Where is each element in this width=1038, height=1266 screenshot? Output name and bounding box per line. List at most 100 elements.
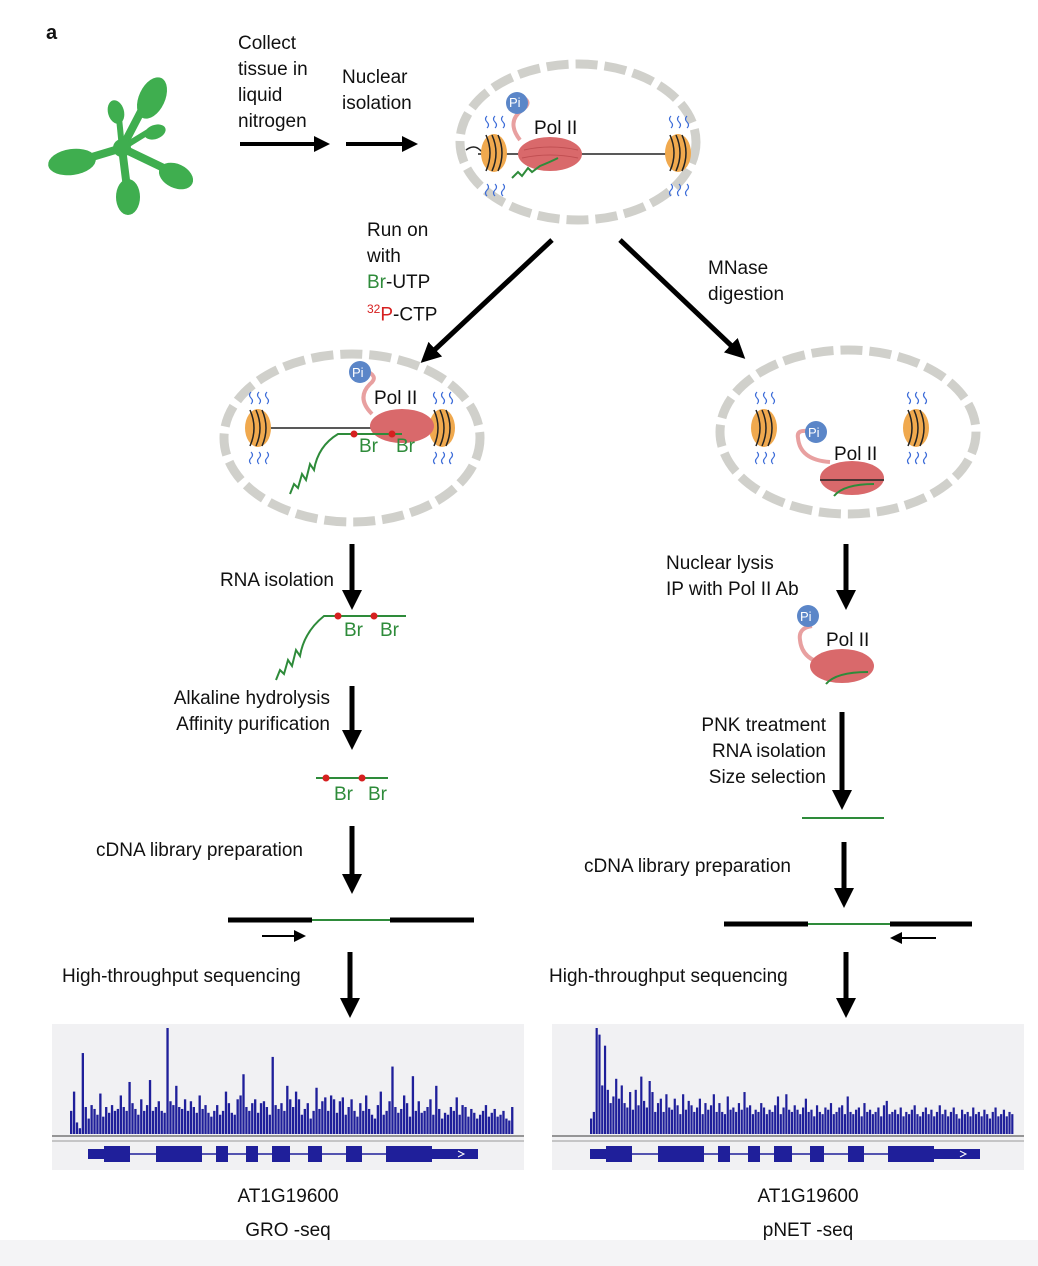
coverage-bar bbox=[665, 1094, 668, 1134]
coverage-bar bbox=[910, 1109, 913, 1134]
step-cdna-right: cDNA library preparation bbox=[584, 856, 791, 877]
coverage-bar bbox=[294, 1091, 298, 1134]
coverage-bar bbox=[356, 1116, 359, 1134]
coverage-bar bbox=[303, 1108, 306, 1134]
coverage-bar bbox=[256, 1112, 260, 1134]
coverage-bar bbox=[154, 1107, 158, 1134]
coverage-bar bbox=[880, 1116, 883, 1134]
coverage-bar bbox=[429, 1099, 432, 1134]
coverage-bar bbox=[609, 1103, 612, 1134]
pi-icon bbox=[797, 605, 819, 627]
pi-icon bbox=[349, 361, 371, 383]
coverage-bar bbox=[230, 1112, 233, 1134]
coverage-bar bbox=[857, 1107, 860, 1134]
track-left-method: GRO -seq bbox=[245, 1220, 331, 1241]
coverage-bar bbox=[818, 1111, 821, 1134]
coverage-bar bbox=[815, 1105, 819, 1134]
coverage-bar bbox=[324, 1097, 327, 1134]
coverage-bar bbox=[394, 1107, 397, 1134]
coverage-bar bbox=[969, 1116, 972, 1134]
mol-pol-3: Pol II bbox=[834, 444, 878, 465]
coverage-bar bbox=[949, 1111, 953, 1134]
coverage-bar bbox=[449, 1107, 453, 1134]
coverage-bar bbox=[81, 1053, 84, 1134]
pol-ii-ip bbox=[797, 605, 874, 685]
coverage-bar bbox=[991, 1111, 994, 1134]
coverage-bar bbox=[408, 1116, 412, 1134]
coverage-bar bbox=[224, 1091, 228, 1134]
coverage-bar bbox=[958, 1118, 961, 1134]
coverage-bar bbox=[723, 1114, 727, 1135]
step-pnk-line2: RNA isolation bbox=[711, 741, 826, 762]
coverage-bar bbox=[679, 1114, 682, 1135]
coverage-bar bbox=[306, 1103, 309, 1134]
coverage-bar bbox=[181, 1108, 184, 1134]
coverage-bar bbox=[852, 1114, 855, 1135]
p-suffix: -CTP bbox=[393, 304, 438, 326]
step-collect-line3: liquid bbox=[238, 85, 283, 106]
coverage-bar bbox=[774, 1105, 777, 1134]
coverage-bar bbox=[827, 1109, 830, 1134]
mol-br-6: Br bbox=[368, 784, 387, 805]
coverage-bar bbox=[131, 1103, 134, 1134]
coverage-bar bbox=[615, 1078, 618, 1134]
nucleus-intact bbox=[455, 59, 701, 225]
coverage-bar bbox=[601, 1085, 604, 1134]
coverage-bar bbox=[974, 1114, 978, 1135]
step-collect-line2: tissue in bbox=[238, 59, 308, 80]
coverage-bar bbox=[128, 1081, 131, 1134]
coverage-bar bbox=[119, 1095, 122, 1134]
arrow-runon bbox=[420, 238, 554, 363]
coverage-bar bbox=[508, 1120, 511, 1134]
coverage-bar bbox=[432, 1114, 435, 1134]
coverage-bar bbox=[297, 1099, 301, 1134]
coverage-bar bbox=[341, 1097, 344, 1134]
step-cdna-left: cDNA library preparation bbox=[96, 840, 303, 861]
coverage-bar bbox=[701, 1114, 704, 1135]
coverage-bar bbox=[172, 1105, 175, 1134]
coverage-bar bbox=[496, 1116, 499, 1134]
coverage-bar bbox=[682, 1094, 685, 1134]
coverage-bar bbox=[807, 1111, 810, 1134]
coverage-bar bbox=[983, 1109, 986, 1134]
coverage-bar bbox=[315, 1087, 318, 1134]
mol-br-1: Br bbox=[359, 436, 378, 457]
coverage-bar bbox=[966, 1111, 969, 1134]
coverage-bar bbox=[768, 1109, 771, 1134]
coverage-bar bbox=[72, 1091, 76, 1134]
coverage-bar bbox=[446, 1114, 450, 1134]
gene-model-right bbox=[590, 1146, 980, 1162]
coverage-bar bbox=[327, 1110, 330, 1134]
coverage-bar bbox=[335, 1112, 339, 1134]
coverage-bar bbox=[707, 1109, 710, 1134]
coverage-bar bbox=[715, 1111, 718, 1134]
coverage-bar bbox=[385, 1110, 388, 1134]
coverage-bar bbox=[370, 1114, 374, 1134]
coverage-bar bbox=[470, 1108, 473, 1134]
coverage-bar bbox=[499, 1114, 502, 1134]
bromine-dot bbox=[388, 430, 396, 438]
coverage-bar bbox=[595, 1028, 598, 1134]
coverage-bar bbox=[855, 1109, 858, 1134]
coverage-bar bbox=[382, 1114, 385, 1134]
step-rna-isolation: RNA isolation bbox=[219, 570, 334, 591]
coverage-bar bbox=[799, 1114, 802, 1135]
coverage-bar bbox=[860, 1116, 863, 1134]
coverage-bar bbox=[359, 1103, 362, 1134]
coverage-bar bbox=[105, 1107, 108, 1134]
coverage-bar bbox=[458, 1114, 461, 1134]
coverage-bar bbox=[913, 1105, 916, 1134]
coverage-bar bbox=[443, 1112, 447, 1134]
bromine-dot bbox=[322, 774, 330, 782]
pi-icon bbox=[805, 421, 827, 443]
coverage-bar bbox=[735, 1111, 738, 1134]
mol-pi-4: Pi bbox=[800, 609, 812, 624]
coverage-bar bbox=[721, 1111, 724, 1134]
coverage-bar bbox=[874, 1111, 877, 1134]
coverage-bar bbox=[473, 1112, 476, 1134]
coverage-bar bbox=[762, 1107, 766, 1134]
coverage-bar bbox=[280, 1103, 283, 1134]
coverage-bar bbox=[464, 1107, 467, 1134]
coverage-bar bbox=[832, 1114, 835, 1135]
coverage-bar bbox=[927, 1114, 930, 1135]
